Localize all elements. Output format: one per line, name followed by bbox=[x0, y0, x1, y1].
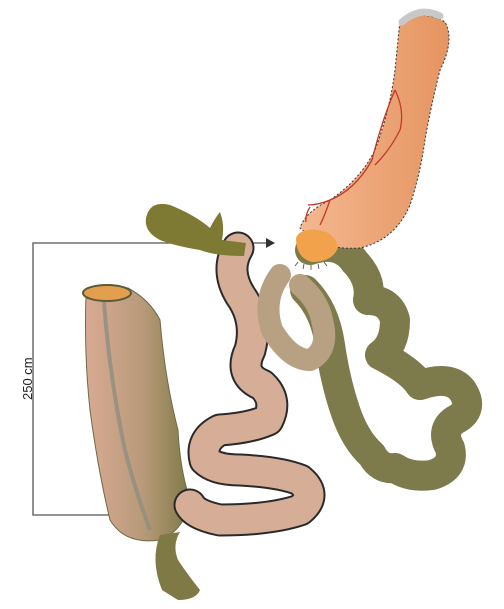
measurement-label: 250 cm bbox=[20, 357, 35, 400]
measurement-arrowhead bbox=[266, 238, 275, 248]
biliopancreatic-limb bbox=[305, 247, 467, 476]
alimentary-limb bbox=[190, 248, 324, 520]
stomach bbox=[296, 12, 449, 262]
colon-opening bbox=[83, 285, 131, 301]
gallbladder bbox=[146, 204, 246, 256]
colon-segment bbox=[83, 285, 200, 600]
